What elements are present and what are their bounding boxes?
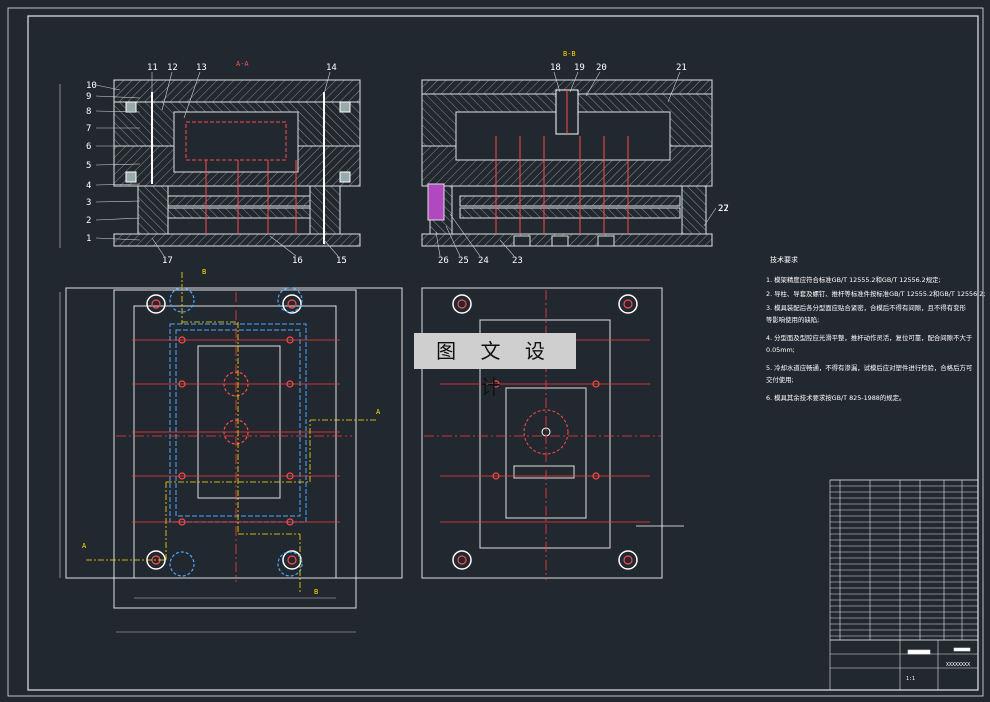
balloon-24: 24 [478,256,489,266]
balloon-4: 4 [86,181,91,191]
tech-req-item-6: 6. 模具其余技术要求按GB/T 825-1988的规定。 [766,393,905,402]
tech-req-item-4b: 0.05mm; [766,346,795,354]
balloon-23: 23 [512,256,523,266]
balloon-19: 19 [574,63,585,73]
tech-req-item-5: 5. 冷却水道应畅通，不得有渗漏，试模后应对塑件进行检验，合格后方可 [766,363,973,372]
leader-lines-aa [95,71,339,257]
balloon-2: 2 [86,216,91,226]
balloon-26: 26 [438,256,449,266]
technical-requirements: 技术要求 1. 模架精度应符合标准GB/T 12555.2和GB/T 12556… [766,255,985,402]
plan-view-moving-half [421,287,684,580]
section-mark-b-top: B [202,268,206,276]
section-view-aa: A-A [59,60,361,248]
drawing-frame [7,7,984,697]
balloon-21: 21 [676,63,687,73]
balloon-1: 1 [86,234,91,244]
title-block [829,639,979,691]
tech-req-item-1: 1. 模架精度应符合标准GB/T 12555.2和GB/T 12556.2规定; [766,275,941,284]
tech-req-item-3b: 等影响使用的缺陷; [766,315,819,324]
section-view-bb: B-B [421,50,713,247]
tech-req-item-3: 3. 模具装配后各分型面应贴合紧密，合模后不得有间隙，且不得有变形 [766,303,966,312]
balloon-27: 27 [718,204,729,214]
tech-req-title: 技术要求 [770,255,798,264]
balloon-5: 5 [86,161,91,171]
balloon-16: 16 [292,256,303,266]
tech-req-item-5b: 交付使用; [766,375,794,384]
plan-view-fixed-half [59,272,403,633]
balloon-15: 15 [336,256,347,266]
balloon-11: 11 [147,63,158,73]
section-mark-a-right: A [376,408,381,416]
balloon-14: 14 [326,63,337,73]
balloons-bb: 18 19 20 21 22 23 24 25 26 27 [438,63,729,266]
drawing-number: XXXXXXXX [946,662,970,668]
section-bb-label: B-B [563,50,576,58]
balloon-25: 25 [458,256,469,266]
balloon-18: 18 [550,63,561,73]
drawing-scale: 1:1 [906,676,915,682]
balloon-8: 8 [86,107,91,117]
balloon-7: 7 [86,124,91,134]
balloon-3: 3 [86,198,91,208]
parts-list-table [829,479,979,641]
balloon-12: 12 [167,63,178,73]
balloon-22: 22 [718,204,729,214]
section-mark-a-left: A [82,542,87,550]
balloon-10: 10 [86,81,97,91]
balloon-20: 20 [596,63,607,73]
section-aa-label: A-A [236,60,249,68]
title-block-text: XXXXXXXX 1:1 [906,662,970,682]
balloon-13: 13 [196,63,207,73]
section-mark-b-bottom: B [314,588,318,596]
balloon-6: 6 [86,142,91,152]
leader-lines-bb [435,71,717,257]
balloon-17: 17 [162,256,173,266]
balloon-9: 9 [86,92,91,102]
watermark-overlay: 图 文 设 计 [414,333,576,399]
section-marks: A A B B [82,268,381,596]
tech-req-item-4: 4. 分型面及型腔应光滑平整，推杆动作灵活，复位可靠，配合间隙不大于 [766,333,973,342]
tech-req-item-2: 2. 导柱、导套及螺钉、推杆等标准件按标准GB/T 12555.2和GB/T 1… [766,289,985,298]
balloons-aa: 1 2 3 4 5 6 7 8 9 10 11 12 13 14 15 16 1… [86,63,347,266]
